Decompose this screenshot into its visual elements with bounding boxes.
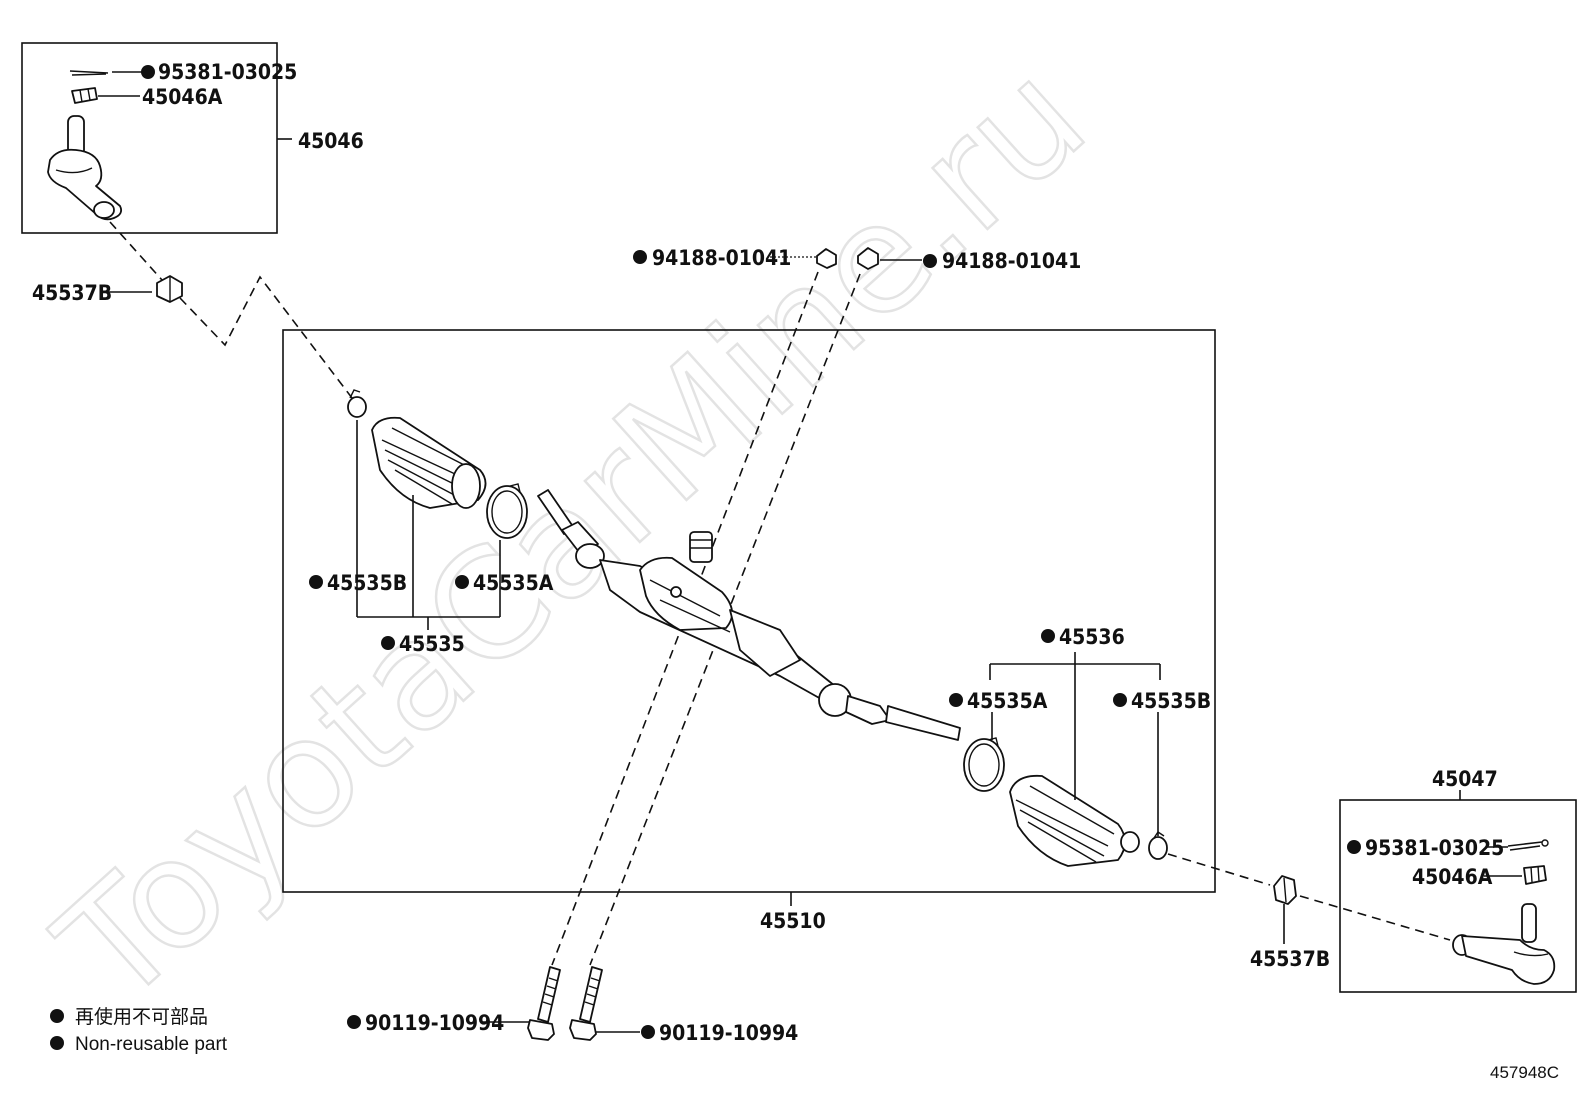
non-reusable-icon — [641, 1025, 655, 1039]
clamp-right-small-part — [1148, 831, 1168, 860]
cotter-pin-right-label: 95381-03025 — [1365, 836, 1504, 860]
castle-nut-right-part — [1523, 865, 1547, 885]
boot-left-part — [371, 416, 487, 509]
non-reusable-icon — [1347, 840, 1361, 854]
lock-nut-right-label: 45537B — [1250, 947, 1330, 971]
tie-rod-end-lh-label: 45046 — [298, 129, 364, 153]
nut-left-part — [816, 248, 837, 269]
boot-right-label: 45535B — [1131, 689, 1211, 713]
boot-left-label: 45535B — [327, 571, 407, 595]
castle-nut-left-label: 45046A — [142, 85, 223, 109]
non-reusable-icon — [633, 250, 647, 264]
non-reusable-icon — [309, 575, 323, 589]
clamp-left-big-part — [486, 483, 528, 539]
clamp-left-label: 45535A — [473, 571, 554, 595]
bolt-right-part — [569, 966, 603, 1041]
non-reusable-icon — [50, 1009, 64, 1023]
non-reusable-icon — [923, 254, 937, 268]
diagram-code: 457948C — [1490, 1063, 1559, 1082]
gear-assembly-label: 45510 — [760, 909, 826, 933]
cotter-pin-right-part — [1507, 839, 1549, 851]
lock-nut-left-label: 45537B — [32, 281, 112, 305]
non-reusable-icon — [455, 575, 469, 589]
non-reusable-icon — [141, 65, 155, 79]
boot-right-part — [1009, 774, 1140, 867]
non-reusable-icon — [949, 693, 963, 707]
non-reusable-icon — [347, 1015, 361, 1029]
boot-kit-left-label: 45535 — [399, 632, 465, 656]
cotter-pin-left-label: 95381-03025 — [158, 60, 297, 84]
lock-nut-right-part — [1273, 875, 1297, 905]
lock-nut-left-part — [156, 275, 183, 303]
nut-left-label: 94188-01041 — [652, 246, 791, 270]
tie-rod-end-lh-part — [47, 115, 123, 221]
bolt-right-label: 90119-10994 — [659, 1021, 798, 1045]
bolt-left-label: 90119-10994 — [365, 1011, 504, 1035]
gear-assembly-frame — [282, 329, 1216, 893]
castle-nut-left-part — [71, 87, 98, 104]
non-reusable-icon — [50, 1036, 64, 1050]
nut-right-part — [857, 247, 879, 270]
castle-nut-right-label: 45046A — [1412, 865, 1493, 889]
tie-rod-end-rh-label: 45047 — [1432, 767, 1498, 791]
clamp-left-small-part — [347, 389, 367, 418]
tie-rod-end-rh-frame — [1339, 799, 1577, 993]
cotter-pin-left-part — [69, 70, 109, 76]
non-reusable-icon — [1113, 693, 1127, 707]
boot-kit-right-label: 45536 — [1059, 625, 1125, 649]
legend: 再使用不可部品 Non-reusable part — [50, 1006, 228, 1055]
clamp-right-big-part — [963, 737, 1005, 792]
tie-rod-end-lh-frame — [21, 42, 278, 234]
nut-right-label: 94188-01041 — [942, 249, 1081, 273]
non-reusable-icon — [381, 636, 395, 650]
bolt-left-part — [527, 966, 561, 1041]
legend-text-en: Non-reusable part — [75, 1034, 228, 1055]
steering-rack-part — [537, 489, 961, 741]
clamp-right-label: 45535A — [967, 689, 1048, 713]
legend-text-jp: 再使用不可部品 — [75, 1006, 208, 1028]
tie-rod-end-rh-part — [1452, 903, 1556, 985]
non-reusable-icon — [1041, 629, 1055, 643]
